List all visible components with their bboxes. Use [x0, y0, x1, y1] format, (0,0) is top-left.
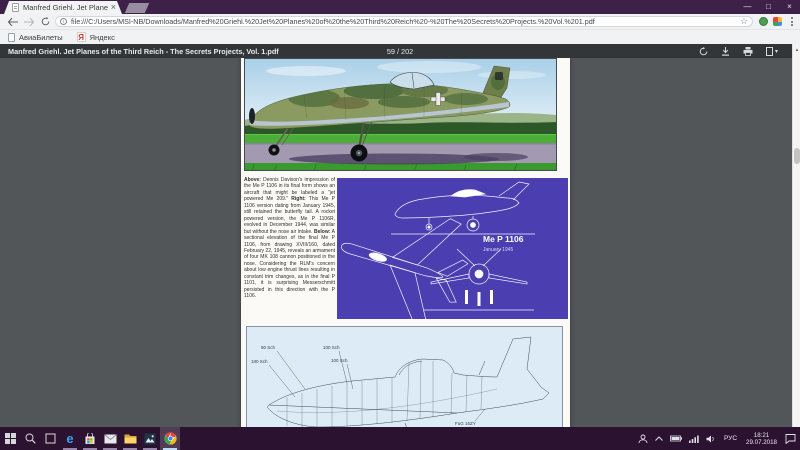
figure-caption: Above: Dennis Davison's impression of th… — [244, 177, 335, 300]
clock-time: 18:21 — [753, 431, 770, 439]
network-icon[interactable] — [687, 435, 701, 443]
taskbar-photos[interactable] — [140, 427, 160, 450]
chrome-icon — [163, 432, 177, 445]
new-tab-button[interactable] — [124, 3, 150, 13]
scroll-up-icon[interactable]: ▲ — [793, 44, 800, 55]
pdf-file-icon — [12, 3, 19, 12]
maximize-button[interactable]: □ — [766, 2, 771, 11]
minimize-button[interactable]: — — [743, 2, 752, 11]
address-bar[interactable]: i file:///C:/Users/MSI-NB/Downloads/Manf… — [55, 16, 753, 27]
pdf-page: Above: Dennis Davison's impression of th… — [241, 58, 570, 427]
task-view-button[interactable] — [40, 427, 60, 450]
download-icon[interactable] — [721, 44, 730, 58]
taskbar-edge[interactable]: e — [60, 427, 80, 450]
extension-icon-green[interactable] — [759, 17, 768, 26]
back-icon[interactable] — [5, 15, 21, 28]
taskbar-chrome[interactable] — [160, 427, 180, 450]
windows-taskbar: e — [0, 427, 800, 450]
yandex-icon: Я — [76, 32, 86, 42]
page-indicator[interactable]: 59 / 202 — [386, 46, 414, 56]
pdf-viewer[interactable]: Above: Dennis Davison's impression of th… — [0, 58, 800, 427]
scrollbar-thumb[interactable] — [794, 148, 800, 164]
taskbar-explorer[interactable] — [120, 427, 140, 450]
blueprint-subtitle: January 1945 — [483, 247, 514, 253]
windows-icon — [4, 433, 16, 444]
store-icon — [85, 432, 95, 444]
people-icon[interactable] — [636, 434, 650, 444]
browser-titlebar: Manfred Griehl. Jet Plane × — □ × — [0, 0, 800, 14]
search-icon — [25, 433, 36, 444]
folder-icon — [124, 434, 136, 444]
blueprint-figure: Me P 1106 January 1945 — [337, 178, 568, 319]
url-text: file:///C:/Users/MSI-NB/Downloads/Manfre… — [71, 17, 595, 26]
caption-below-label: Below: — [314, 228, 331, 235]
extension-icon-colorful[interactable] — [773, 17, 782, 26]
blueprint-title: Me P 1106 — [483, 234, 524, 244]
volume-icon[interactable] — [704, 435, 718, 443]
edge-icon: e — [66, 431, 74, 446]
task-view-icon — [45, 433, 55, 444]
browser-tab[interactable]: Manfred Griehl. Jet Plane × — [4, 1, 122, 14]
forward-icon[interactable] — [21, 15, 37, 28]
chevron-down-icon: ▾ — [774, 48, 778, 55]
pdf-document-title: Manfred Griehl. Jet Planes of the Third … — [8, 46, 279, 56]
caption-right-label: Right: — [291, 196, 306, 203]
caption-above-label: Above: — [244, 177, 261, 183]
scrollbar-track[interactable]: ▲ — [792, 44, 800, 427]
bookmark-yandex[interactable]: Я Яндекс — [76, 32, 115, 42]
painting-illustration — [244, 58, 557, 171]
tray-expand-icon[interactable] — [653, 436, 665, 441]
cutaway-figure: 90 Sch 180 Sch 100 Sch 100 Sch FuG 16ZY — [246, 326, 563, 427]
bookmark-star-icon[interactable]: ☆ — [739, 16, 748, 26]
clock-date: 29.07.2018 — [746, 438, 777, 446]
print-icon[interactable] — [743, 44, 753, 58]
photos-icon — [144, 433, 156, 444]
browser-menu-icon[interactable] — [786, 16, 798, 28]
action-center-icon[interactable] — [783, 433, 798, 444]
cutaway-label-180sch: 180 Sch — [251, 359, 268, 364]
reload-icon[interactable] — [37, 15, 53, 28]
caption-right-text: This Me P 1106 version dating from Janua… — [244, 196, 335, 235]
bookmarks-bar: АвиаБилеты Я Яндекс — [0, 29, 800, 44]
language-indicator[interactable]: РУС — [724, 435, 738, 442]
close-button[interactable]: × — [787, 2, 792, 11]
battery-icon[interactable] — [668, 435, 684, 442]
tab-title: Manfred Griehl. Jet Plane — [23, 3, 108, 12]
taskbar-clock[interactable]: 18:21 29.07.2018 — [743, 432, 780, 446]
caption-below-text: A sectional elevation of the final Me P … — [244, 228, 335, 300]
fit-page-icon[interactable]: ▾ — [765, 44, 778, 58]
cutaway-label-100sch-a: 100 Sch — [323, 345, 340, 350]
tab-close-icon[interactable]: × — [110, 2, 116, 12]
search-button[interactable] — [20, 427, 40, 450]
taskbar-store[interactable] — [80, 427, 100, 450]
cutaway-label-fug: FuG 16ZY — [455, 421, 476, 426]
mail-icon — [103, 433, 117, 443]
cutaway-label-90sch: 90 Sch — [261, 345, 276, 350]
cutaway-label-100sch-b: 100 Sch — [331, 358, 348, 363]
bookmark-aviabilety[interactable]: АвиаБилеты — [8, 32, 63, 42]
bookmark-page-icon — [8, 32, 15, 42]
page-info-icon[interactable]: i — [60, 18, 67, 25]
caption-above-text: Dennis Davison's impression of the Me P … — [244, 177, 335, 203]
rotate-icon[interactable] — [699, 44, 708, 58]
start-button[interactable] — [0, 427, 20, 450]
taskbar-mail[interactable] — [100, 427, 120, 450]
browser-navbar: i file:///C:/Users/MSI-NB/Downloads/Manf… — [0, 14, 800, 29]
pdf-toolbar: Manfred Griehl. Jet Planes of the Third … — [0, 44, 800, 58]
